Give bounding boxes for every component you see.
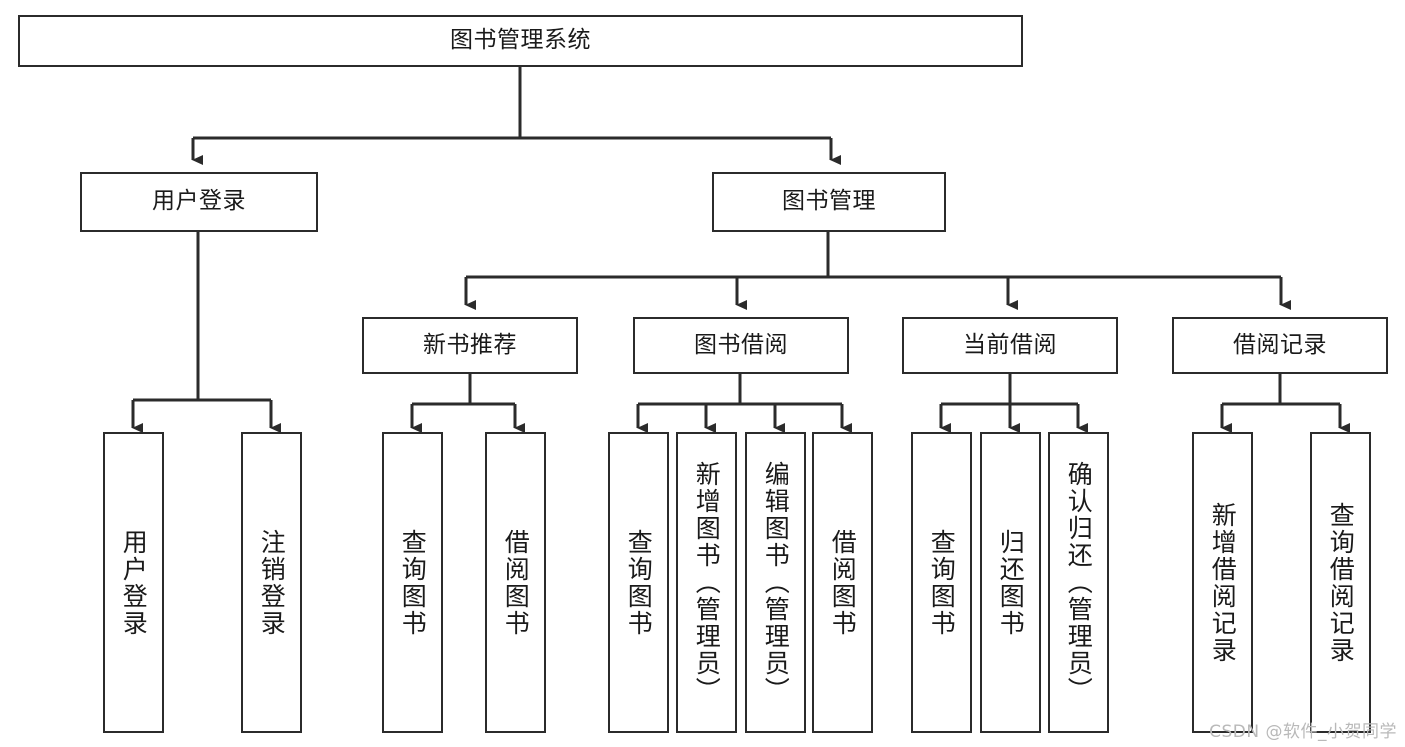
node-label: 新书推荐	[423, 331, 517, 358]
node-label: 查询图书	[927, 528, 957, 637]
node-label: 图书管理系统	[450, 27, 591, 54]
node-borrow-record[interactable]: 借阅记录	[1172, 317, 1388, 374]
node-label: 借阅图书	[501, 528, 531, 637]
node-leaf-borrow-book-recommend[interactable]: 借阅图书	[485, 432, 546, 733]
node-leaf-query-book-current[interactable]: 查询图书	[911, 432, 972, 733]
node-leaf-user-login[interactable]: 用户登录	[103, 432, 164, 733]
node-label: 归还图书	[996, 528, 1026, 637]
node-label: 图书管理	[782, 188, 876, 215]
node-leaf-query-borrow-record[interactable]: 查询借阅记录	[1310, 432, 1371, 733]
node-label: 查询图书	[624, 528, 654, 637]
node-new-book-recommend[interactable]: 新书推荐	[362, 317, 578, 374]
node-root-book-management-system[interactable]: 图书管理系统	[18, 15, 1023, 67]
node-label: 借阅记录	[1233, 331, 1327, 358]
node-label: 借阅图书	[828, 528, 858, 637]
node-label: 编辑图书（管理员）	[761, 461, 791, 704]
node-leaf-logout[interactable]: 注销登录	[241, 432, 302, 733]
node-current-borrow[interactable]: 当前借阅	[902, 317, 1118, 374]
node-leaf-add-book-admin[interactable]: 新增图书（管理员）	[676, 432, 737, 733]
node-label: 确认归还（管理员）	[1064, 461, 1094, 704]
node-leaf-query-book-recommend[interactable]: 查询图书	[382, 432, 443, 733]
node-leaf-borrow-book[interactable]: 借阅图书	[812, 432, 873, 733]
node-label: 用户登录	[152, 188, 246, 215]
node-leaf-edit-book-admin[interactable]: 编辑图书（管理员）	[745, 432, 806, 733]
node-label: 查询图书	[398, 528, 428, 637]
node-label: 当前借阅	[963, 331, 1057, 358]
node-label: 新增借阅记录	[1208, 501, 1238, 664]
node-label: 新增图书（管理员）	[692, 461, 722, 704]
node-leaf-return-book[interactable]: 归还图书	[980, 432, 1041, 733]
node-user-login[interactable]: 用户登录	[80, 172, 318, 232]
node-book-borrow[interactable]: 图书借阅	[633, 317, 849, 374]
node-label: 查询借阅记录	[1326, 501, 1356, 664]
node-label: 图书借阅	[694, 331, 788, 358]
node-leaf-query-book-borrow[interactable]: 查询图书	[608, 432, 669, 733]
node-label: 注销登录	[257, 528, 287, 637]
node-label: 用户登录	[119, 528, 149, 637]
node-leaf-add-borrow-record[interactable]: 新增借阅记录	[1192, 432, 1253, 733]
watermark-text: CSDN @软件_小贺同学	[1209, 722, 1397, 742]
node-book-management[interactable]: 图书管理	[712, 172, 946, 232]
node-leaf-confirm-return-admin[interactable]: 确认归还（管理员）	[1048, 432, 1109, 733]
